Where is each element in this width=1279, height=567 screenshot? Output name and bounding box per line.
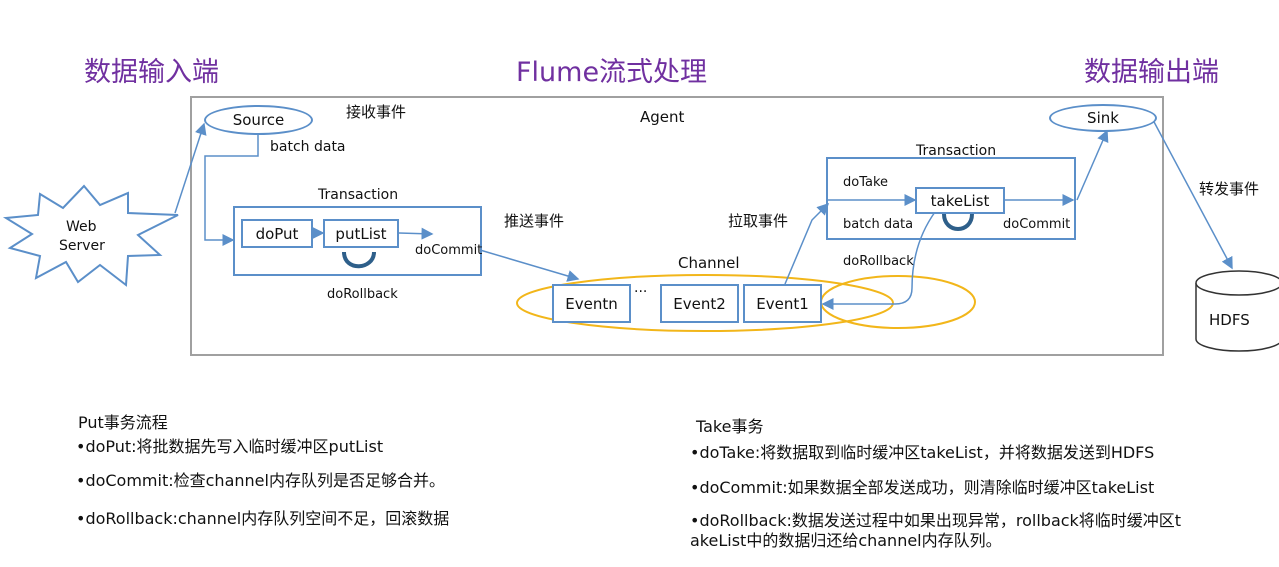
- batch-data-right-label: batch data: [843, 217, 914, 232]
- event2-label: Event2: [673, 294, 726, 313]
- forward-event-label: 转发事件: [1199, 180, 1260, 198]
- web-server-cloud: [2, 184, 179, 287]
- hdfs-label: HDFS: [1209, 311, 1250, 329]
- putlist-node: putList: [323, 219, 399, 248]
- channel-label: Channel: [678, 254, 740, 272]
- take-notes-line3b: akeList中的数据归还给channel内存队列。: [690, 531, 1002, 550]
- dorollback-right-label: doRollback: [843, 254, 914, 269]
- output-side-title: 数据输出端: [1084, 57, 1219, 88]
- event1-node: Event1: [743, 284, 822, 323]
- hdfs-cylinder: [1195, 270, 1279, 352]
- events-ellipsis: ...: [634, 280, 648, 296]
- takelist-node: takeList: [915, 187, 1005, 214]
- web-server-label-line1: Web: [66, 219, 97, 235]
- put-notes-line2: •doCommit:检查channel内存队列是否足够合并。: [76, 471, 445, 490]
- takelist-channel-ellipse: [820, 275, 976, 329]
- doput-label: doPut: [255, 224, 299, 243]
- agent-label: Agent: [640, 108, 685, 126]
- put-transaction-label: Transaction: [318, 187, 399, 203]
- take-notes-line1: •doTake:将数据取到临时缓冲区takeList，并将数据发送到HDFS: [690, 443, 1155, 462]
- put-notes-line3: •doRollback:channel内存队列空间不足，回滚数据: [76, 509, 450, 528]
- push-event-label: 推送事件: [504, 212, 565, 230]
- take-notes-line3a: •doRollback:数据发送过程中如果出现异常，rollback将临时缓冲区…: [690, 511, 1182, 530]
- putlist-label: putList: [335, 224, 387, 243]
- input-side-title: 数据输入端: [84, 57, 219, 88]
- dotake-label: doTake: [843, 175, 889, 190]
- sink-node: Sink: [1049, 104, 1157, 132]
- take-transaction-label: Transaction: [916, 143, 997, 159]
- eventn-label: Eventn: [565, 294, 618, 313]
- take-transaction-box: [826, 157, 1076, 240]
- source-label: Source: [232, 111, 285, 129]
- put-transaction-box: [233, 206, 482, 276]
- event2-node: Event2: [660, 284, 739, 323]
- batch-data-left-label: batch data: [270, 139, 346, 155]
- docommit-right-label: doCommit: [1003, 217, 1071, 232]
- event1-label: Event1: [756, 294, 809, 313]
- pull-event-label: 拉取事件: [728, 212, 789, 230]
- channel-ellipse: [516, 274, 894, 332]
- docommit-left-label: doCommit: [415, 243, 483, 258]
- put-notes-heading: Put事务流程: [78, 413, 168, 432]
- agent-box: [190, 96, 1164, 356]
- eventn-node: Eventn: [552, 284, 631, 323]
- take-notes-line2: •doCommit:如果数据全部发送成功，则清除临时缓冲区takeList: [690, 478, 1155, 497]
- take-notes-heading: Take事务: [696, 417, 764, 436]
- doput-node: doPut: [241, 219, 313, 248]
- receive-event-label: 接收事件: [346, 103, 407, 121]
- takelist-label: takeList: [930, 191, 990, 210]
- web-server-label-line2: Server: [59, 238, 105, 254]
- flume-title: Flume流式处理: [516, 57, 708, 88]
- source-node: Source: [204, 105, 313, 135]
- sink-label: Sink: [1087, 109, 1119, 127]
- put-notes-line1: •doPut:将批数据先写入临时缓冲区putList: [76, 437, 384, 456]
- dorollback-left-label: doRollback: [327, 287, 398, 302]
